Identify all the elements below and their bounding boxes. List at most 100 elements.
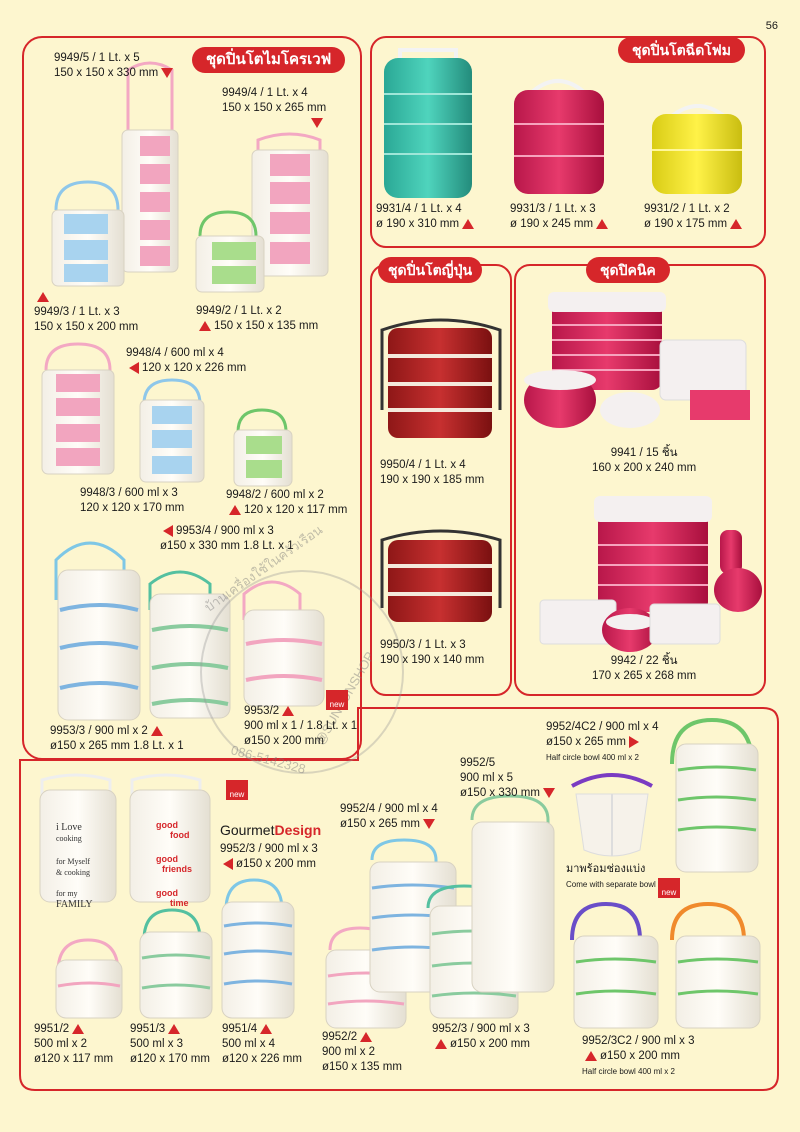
- separate-bowl: [571, 773, 653, 857]
- label-9949-2: 9949/2 / 1 Lt. x 2 150 x 150 x 135 mm: [196, 304, 318, 334]
- product-code-row: 9952/2: [322, 1030, 402, 1045]
- product-size: ø150 x 135 mm: [322, 1061, 402, 1073]
- label-9951-3: 9951/3 500 ml x 3 ø120 x 170 mm: [130, 1022, 210, 1067]
- tiffin-9949-2: [195, 210, 265, 293]
- product-size: ø 190 x 175 mm: [644, 218, 728, 230]
- product-code: 9942 / 22 ชิ้น: [610, 655, 678, 667]
- arrow-up-icon: [150, 725, 163, 736]
- product-code: 9951/2: [34, 1023, 70, 1035]
- arrow-row: [34, 290, 138, 305]
- product-code: 9953/2: [244, 705, 280, 717]
- product-size-row: ø150 x 200 mm: [432, 1037, 530, 1052]
- bowl-print-red: good food good friends good time: [156, 820, 192, 908]
- product-code: 9941 / 15 ชิ้น: [610, 447, 678, 459]
- product-size: ø150 x 330 mm 1.8 Lt. x 1: [160, 540, 294, 552]
- product-size-row: ø150 x 200 mm: [582, 1049, 695, 1064]
- product-code: 9952/3 / 900 ml x 3: [432, 1023, 530, 1035]
- bowl-text: good: [156, 854, 178, 864]
- tiffin-9949-5: [121, 61, 179, 273]
- product-size: 150 x 150 x 330 mm: [54, 67, 159, 79]
- label-9952-2: 9952/2 900 ml x 2 ø150 x 135 mm: [322, 1030, 402, 1075]
- product-code: 9948/3 / 600 ml x 3: [80, 487, 178, 499]
- arrow-down-icon: [422, 818, 435, 829]
- arrow-up-icon: [585, 1050, 597, 1061]
- product-code: 9952/3 / 900 ml x 3: [220, 843, 318, 855]
- bowl-text: for my: [56, 889, 78, 898]
- product-size: ø120 x 226 mm: [222, 1053, 302, 1065]
- label-9949-3: 9949/3 / 1 Lt. x 3 150 x 150 x 200 mm: [34, 290, 138, 335]
- product-code: 9948/4 / 600 ml x 4: [126, 347, 224, 359]
- product-size: 120 x 120 x 117 mm: [244, 504, 348, 516]
- tiffin-9952-5: [470, 794, 555, 993]
- label-9952-3: 9952/3 / 900 ml x 3 ø150 x 200 mm: [432, 1022, 530, 1052]
- product-code: 9953/3 / 900 ml x 2: [50, 725, 148, 737]
- new-badge: new: [226, 780, 248, 800]
- product-size-row: ø 190 x 175 mm: [644, 217, 745, 232]
- product-capacity: 900 ml x 1 / 1.8 Lt. x 1: [244, 720, 358, 732]
- label-9931-2: 9931/2 / 1 Lt. x 2 ø 190 x 175 mm: [644, 202, 745, 232]
- product-size: ø120 x 117 mm: [34, 1053, 114, 1065]
- product-code: 9949/4 / 1 Lt. x 4: [222, 87, 308, 99]
- product-code: 9931/2 / 1 Lt. x 2: [644, 203, 730, 215]
- label-9948-3: 9948/3 / 600 ml x 3 120 x 120 x 170 mm: [80, 486, 184, 516]
- picnic-set-9942: [539, 496, 762, 652]
- product-size-row: 150 x 150 x 135 mm: [196, 319, 318, 334]
- arrow-down-icon: [161, 67, 174, 78]
- product-capacity: 500 ml x 4: [222, 1038, 276, 1050]
- product-size: ø150 x 265 mm: [546, 736, 626, 748]
- product-size-row: 120 x 120 x 226 mm: [126, 361, 246, 376]
- product-code: 9931/4 / 1 Lt. x 4: [376, 203, 462, 215]
- product-code-row: 9951/2: [34, 1022, 113, 1037]
- tiffin-9952-3C2-purple: [570, 901, 659, 1029]
- bowl-text: for Myself: [56, 857, 90, 866]
- product-code-row: 9953/3 / 900 ml x 2: [50, 724, 184, 739]
- picnic-section-title: ชุดปิคนิค: [586, 257, 670, 283]
- label-9953-3: 9953/3 / 900 ml x 2 ø150 x 265 mm 1.8 Lt…: [50, 724, 184, 754]
- product-code: 9931/3 / 1 Lt. x 3: [510, 203, 596, 215]
- product-size-row: ø150 x 330 mm: [460, 786, 558, 801]
- label-9952-4C2: 9952/4C2 / 900 ml x 4 ø150 x 265 mm Half…: [546, 720, 659, 765]
- arrow-left-icon: [223, 857, 233, 870]
- bowl-text: good: [156, 888, 178, 898]
- japan-tiffin-9950-3: [380, 529, 502, 622]
- new-badge: new: [326, 690, 348, 710]
- product-size-row: ø 190 x 245 mm: [510, 217, 611, 232]
- product-size-row: ø 190 x 310 mm: [376, 217, 477, 232]
- tiffin-9953-4: [54, 541, 141, 721]
- tiffin-9949-3: [51, 180, 125, 287]
- tiffin-9951-4: [221, 878, 295, 1019]
- product-code: 9950/3 / 1 Lt. x 3: [380, 639, 466, 651]
- product-code: 9952/3C2 / 900 ml x 3: [582, 1035, 695, 1047]
- arrow-up-icon: [168, 1023, 181, 1034]
- label-9949-4: 9949/4 / 1 Lt. x 4 150 x 150 x 265 mm: [222, 86, 326, 131]
- gourmet-tiffin-red-text: [129, 773, 211, 903]
- product-code: 9949/2 / 1 Lt. x 2: [196, 305, 282, 317]
- product-code-row: 9953/4 / 900 ml x 3: [160, 524, 294, 539]
- product-size: ø150 x 200 mm: [600, 1050, 680, 1062]
- arrow-up-icon: [435, 1038, 447, 1049]
- foam-tiffin-9931-4: [384, 48, 472, 198]
- watermark-circle: [200, 570, 404, 774]
- label-9931-4: 9931/4 / 1 Lt. x 4 ø 190 x 310 mm: [376, 202, 477, 232]
- product-code: 9949/3 / 1 Lt. x 3: [34, 306, 120, 318]
- product-size: 150 x 150 x 135 mm: [214, 320, 319, 332]
- arrow-up-icon: [37, 291, 49, 302]
- label-9948-4: 9948/4 / 600 ml x 4 120 x 120 x 226 mm: [126, 346, 246, 376]
- caption-en: Come with separate bowl: [566, 880, 656, 889]
- tiffin-9948-4: [41, 342, 115, 475]
- product-size: ø 190 x 310 mm: [376, 218, 460, 230]
- foam-section: [370, 36, 766, 248]
- arrow-down-icon: [542, 787, 555, 798]
- label-9952-5: 9952/5 900 ml x 5 ø150 x 330 mm: [460, 756, 558, 801]
- arrow-left-icon: [163, 524, 173, 537]
- tiffin-9951-3: [139, 908, 213, 1019]
- product-code: 9952/4C2 / 900 ml x 4: [546, 721, 659, 733]
- product-size-row: 120 x 120 x 117 mm: [226, 503, 347, 518]
- label-9952-3C2: 9952/3C2 / 900 ml x 3 ø150 x 200 mm Half…: [582, 1034, 695, 1079]
- bowl-text: cooking: [56, 834, 82, 843]
- label-9931-3: 9931/3 / 1 Lt. x 3 ø 190 x 245 mm: [510, 202, 611, 232]
- bowl-text: i Love: [56, 822, 82, 833]
- label-9952-4: 9952/4 / 900 ml x 4 ø150 x 265 mm: [340, 802, 438, 832]
- gourmet-word: Gourmet: [220, 822, 275, 838]
